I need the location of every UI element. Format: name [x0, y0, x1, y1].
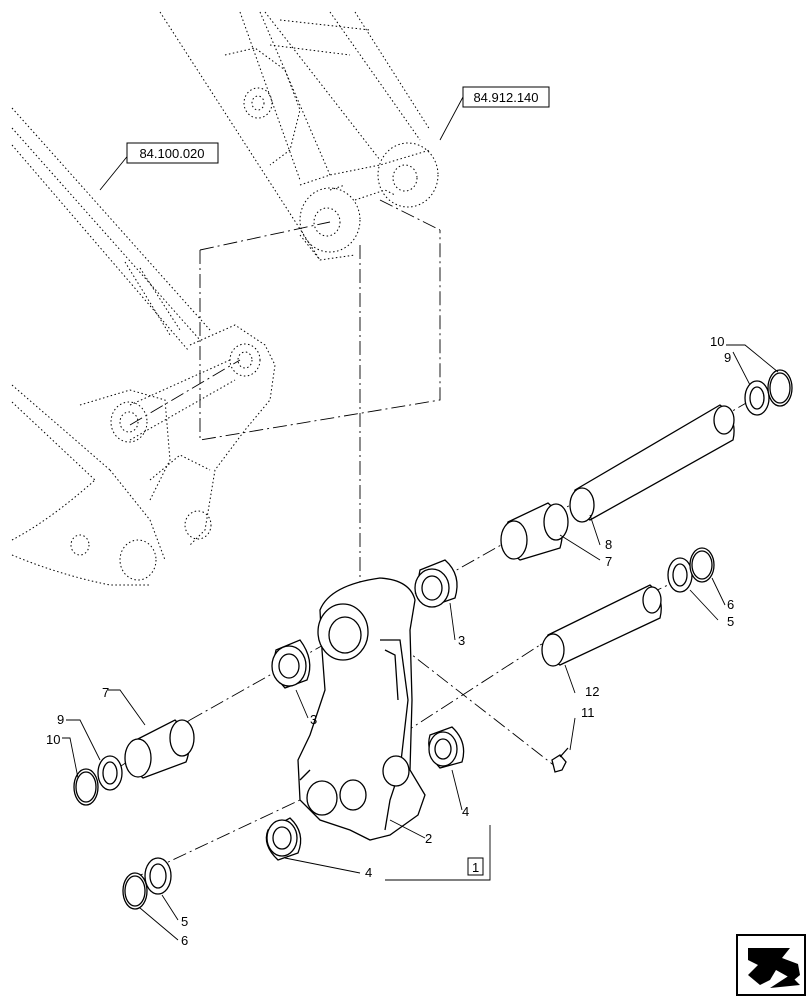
callout-1: 1 — [472, 860, 479, 875]
bushing-7-upper — [500, 502, 569, 561]
callout-9-lower: 9 — [57, 712, 64, 727]
bushing-4-right — [428, 726, 465, 769]
callout-11: 11 — [581, 705, 595, 720]
washer-9-lower — [97, 755, 123, 791]
pin-8 — [569, 404, 735, 523]
callout-10-upper: 10 — [710, 334, 724, 349]
callout-2: 2 — [425, 831, 432, 846]
bushing-3-lower — [271, 639, 311, 689]
callout-12: 12 — [585, 684, 599, 699]
grease-fitting-11 — [551, 747, 569, 773]
ref-label-arm: 84.100.020 — [139, 146, 204, 161]
ref-box-boom[interactable]: 84.912.140 — [462, 86, 550, 108]
boom-outline — [159, 11, 439, 261]
snap-ring-6-left — [122, 872, 148, 910]
next-page-arrow-icon[interactable] — [736, 934, 806, 996]
pin-12 — [541, 584, 662, 667]
bushing-7-lower — [124, 719, 195, 779]
snap-ring-10-upper — [767, 369, 793, 407]
callout-6-left: 6 — [181, 933, 188, 948]
callout-7-lower: 7 — [102, 685, 109, 700]
callout-5-left: 5 — [181, 914, 188, 929]
leader-lines — [62, 96, 779, 941]
callout-3-upper: 3 — [458, 633, 465, 648]
callout-5-right: 5 — [727, 614, 734, 629]
snap-ring-10-lower — [73, 768, 99, 806]
ref-label-boom: 84.912.140 — [473, 90, 538, 105]
callout-4-left: 4 — [365, 865, 372, 880]
bushing-3-upper — [414, 559, 458, 608]
washer-5-left — [144, 857, 172, 895]
callout-6-right: 6 — [727, 597, 734, 612]
callout-10-lower: 10 — [46, 732, 60, 747]
arm-outline — [11, 107, 276, 586]
ref-box-arm[interactable]: 84.100.020 — [126, 142, 219, 164]
callout-3-lower: 3 — [310, 712, 317, 727]
callout-8: 8 — [605, 537, 612, 552]
washer-5-right — [667, 557, 693, 593]
callout-4-right: 4 — [462, 804, 469, 819]
callout-1-box — [467, 857, 484, 876]
snap-ring-6-right — [689, 547, 715, 583]
center-lines — [99, 199, 761, 881]
washer-9-upper — [744, 380, 770, 416]
link-part-2 — [297, 577, 426, 841]
bushing-4-left — [265, 817, 302, 861]
callout-9-upper: 9 — [724, 350, 731, 365]
callouts: 10 9 8 7 6 5 3 12 11 7 9 10 3 4 2 4 1 5 … — [46, 334, 734, 948]
callout-7-upper: 7 — [605, 554, 612, 569]
